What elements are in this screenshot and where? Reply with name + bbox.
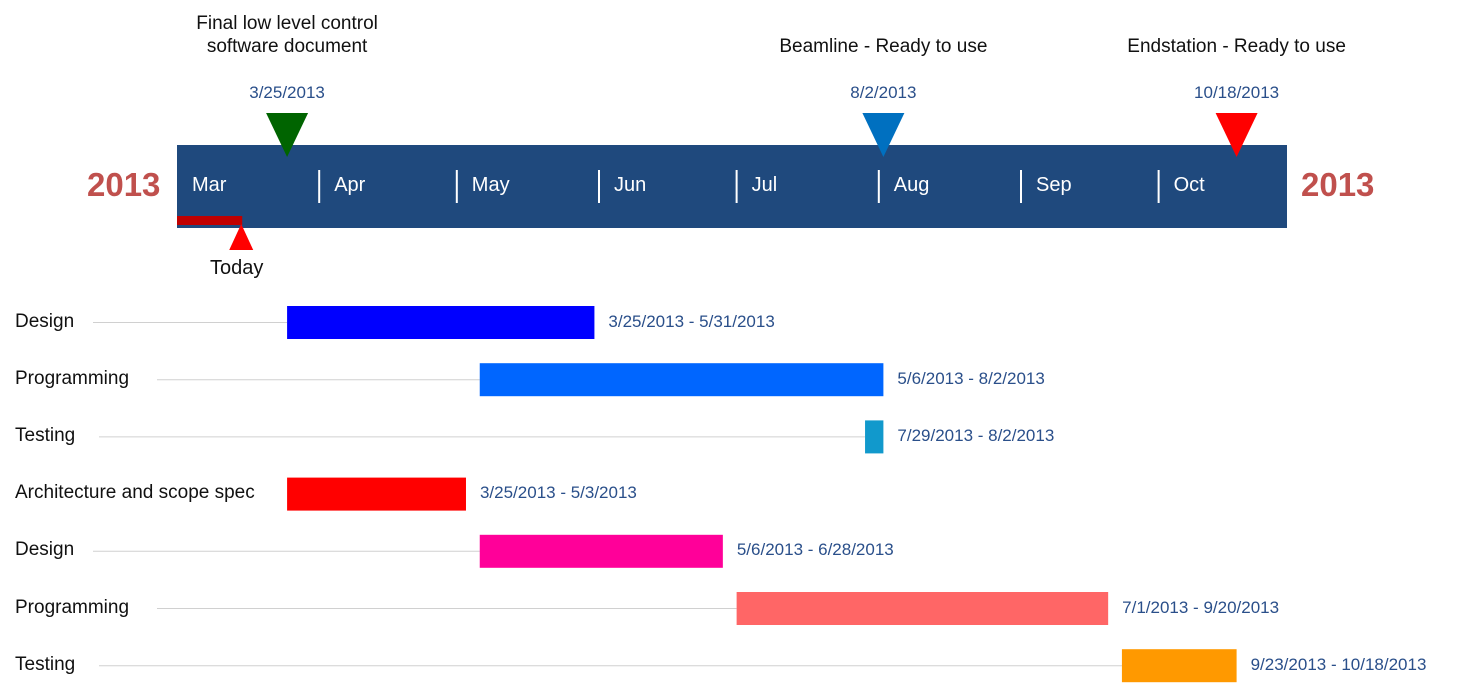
today-marker <box>229 224 254 250</box>
milestone-marker <box>266 113 309 157</box>
month-label: Mar <box>192 174 227 196</box>
task-bar <box>865 420 884 454</box>
milestone-title: Final low level control software documen… <box>196 13 378 57</box>
month-label: Oct <box>1173 174 1205 196</box>
year-left-label: 2013 <box>87 166 161 203</box>
milestone-date: 10/18/2013 <box>1194 83 1280 102</box>
milestone-title: Endstation - Ready to use <box>1127 36 1346 57</box>
task-bar <box>736 592 1109 625</box>
milestone-date: 8/2/2013 <box>850 83 917 102</box>
task-date-range: 3/25/2013 - 5/31/2013 <box>608 311 775 331</box>
milestone-marker <box>1215 113 1258 157</box>
task-bar <box>287 477 466 511</box>
task-date-range: 7/29/2013 - 8/2/2013 <box>897 425 1055 445</box>
today-label: Today <box>210 257 264 279</box>
task-bar <box>1121 649 1237 683</box>
year-right-label: 2013 <box>1301 166 1375 203</box>
task-date-range: 7/1/2013 - 9/20/2013 <box>1122 597 1280 617</box>
task-bar <box>479 363 884 397</box>
task-label: Design <box>15 539 81 562</box>
milestone-date: 3/25/2013 <box>249 83 325 102</box>
month-label: Aug <box>893 174 930 196</box>
task-label: Architecture and scope spec <box>15 482 261 505</box>
month-label: Apr <box>334 174 366 196</box>
task-date-range: 5/6/2013 - 6/28/2013 <box>736 540 894 560</box>
milestone-marker <box>862 113 905 157</box>
task-label: Programming <box>15 367 136 390</box>
timeline-band <box>177 145 1287 228</box>
task-label: Testing <box>15 424 82 447</box>
task-bar <box>287 306 595 339</box>
task-label: Programming <box>15 596 136 619</box>
month-label: Jun <box>614 174 647 196</box>
task-date-range: 9/23/2013 - 10/18/2013 <box>1250 654 1427 674</box>
task-label: Testing <box>15 653 82 676</box>
month-label: Jul <box>751 174 778 196</box>
today-progress-bar <box>177 216 243 225</box>
month-label: May <box>471 174 510 196</box>
milestone-title: Beamline - Ready to use <box>779 36 988 57</box>
task-label: Design <box>15 310 81 333</box>
task-bar <box>479 534 723 568</box>
task-date-range: 5/6/2013 - 8/2/2013 <box>897 368 1045 388</box>
month-label: Sep <box>1036 174 1072 196</box>
task-date-range: 3/25/2013 - 5/3/2013 <box>479 483 637 503</box>
